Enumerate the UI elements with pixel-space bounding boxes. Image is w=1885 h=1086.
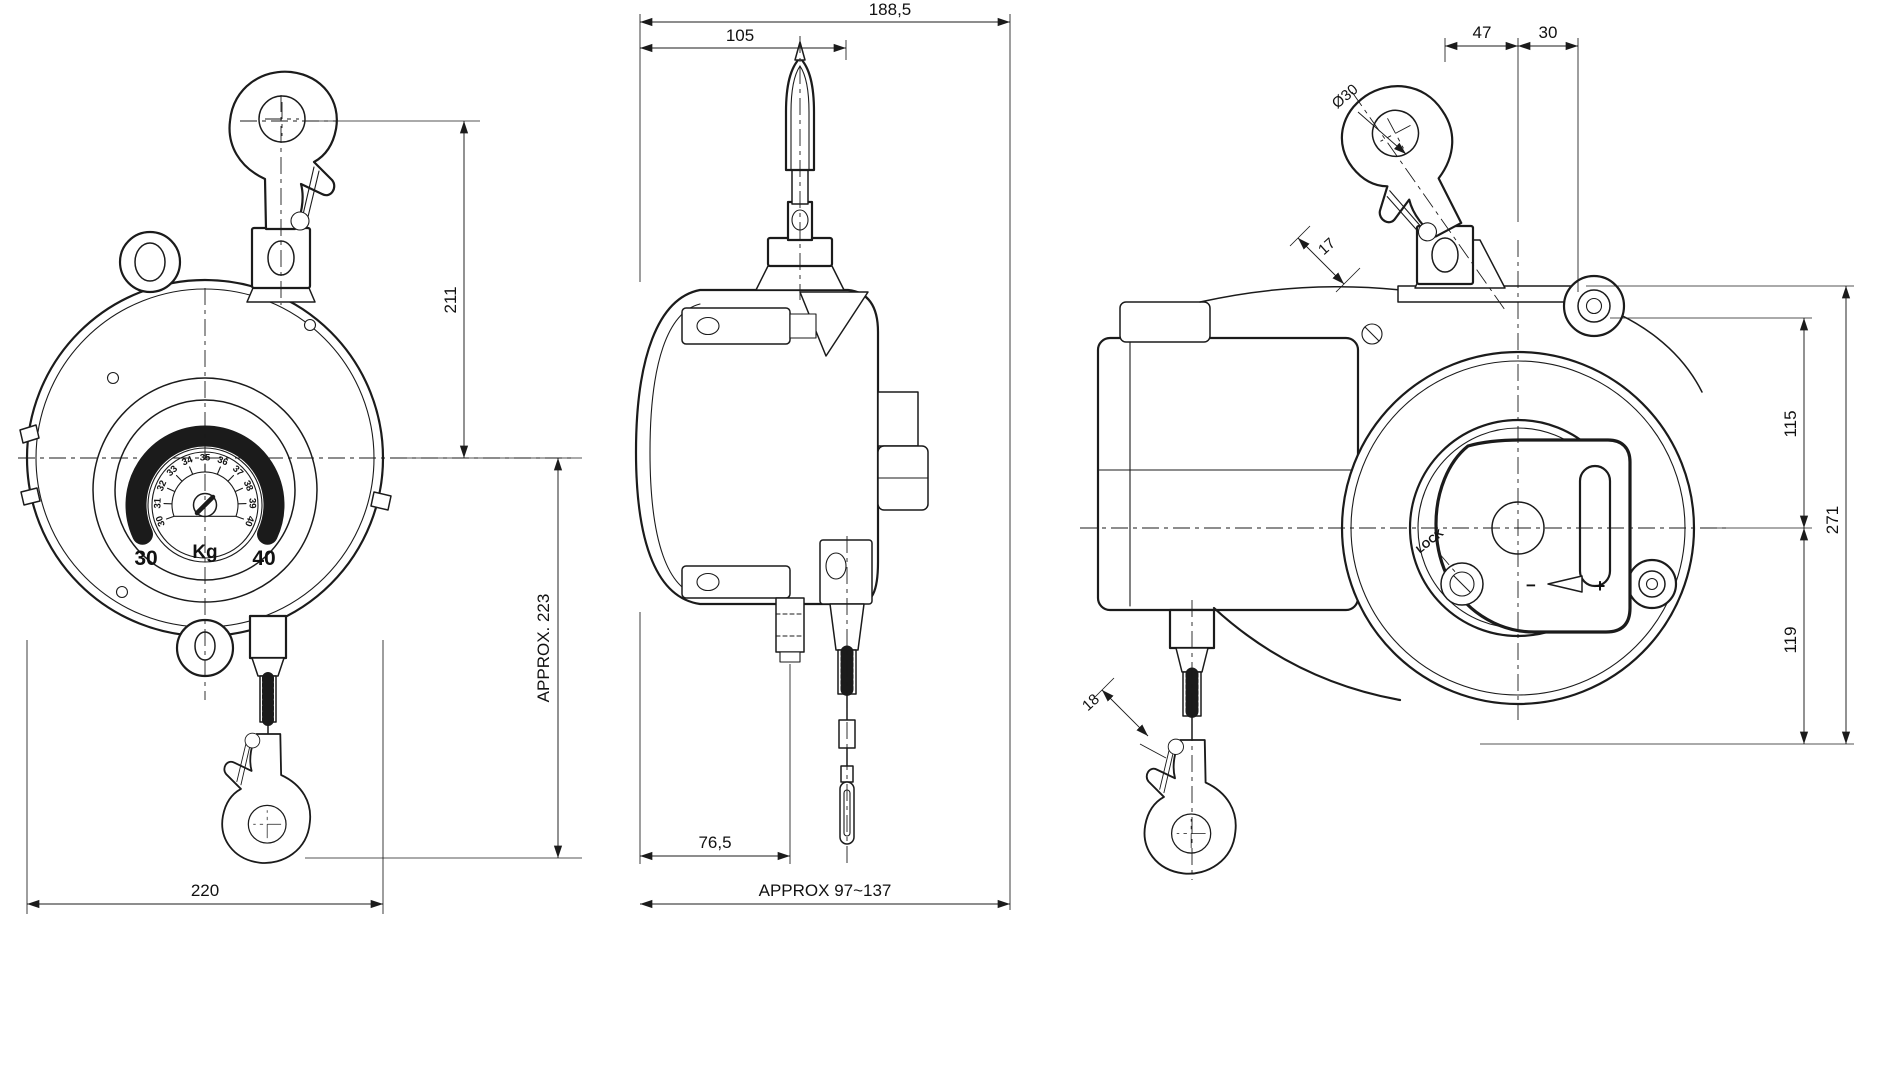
adjuster-slot (1578, 464, 1612, 588)
gauge-scale-number: 40 (242, 514, 256, 528)
bottom-hook (1143, 738, 1237, 875)
cable-outlet (248, 614, 288, 660)
gauge-min-label: 30 (134, 547, 157, 570)
dim-overall-width-label: 188,5 (869, 0, 912, 19)
housing-side-outline (634, 288, 880, 606)
dim-overall-height-label: 271 (1823, 506, 1842, 534)
dim-hook-offset-label: 105 (726, 26, 754, 45)
dim-upper-height-label: 211 (441, 286, 460, 313)
stopper-pin (775, 597, 805, 653)
dim-lower-height-label: 119 (1781, 626, 1800, 653)
dim-center-to-lug-label: 30 (1539, 23, 1558, 42)
side-view: 188,5 105 76,5 APPROX 97~137 (634, 0, 1011, 910)
dim-hook-section-bottom-label: 18 (1079, 691, 1103, 715)
dim-lower-offset-label: 76,5 (698, 833, 731, 852)
housing-tab (370, 491, 392, 511)
adjust-direction-triangle-icon (1547, 575, 1583, 593)
cable-guide (877, 391, 919, 447)
rear-view: LOCK − + 47 30 Ø30 17 18 (1079, 23, 1854, 880)
adjust-plus-label: + (1595, 576, 1606, 596)
gear-housing (1096, 336, 1360, 612)
dim-lower-height-label: APPROX. 223 (534, 594, 553, 703)
gauge-max-label: 40 (252, 547, 275, 570)
dim-cable-stroke-label: APPROX 97~137 (759, 881, 892, 900)
dim-upper-height-label: 115 (1781, 410, 1800, 437)
gauge-scale-number: 31 (152, 497, 163, 509)
dim-hook-section-top-label: 17 (1315, 235, 1339, 259)
gauge-scale-number: 38 (241, 479, 255, 493)
gauge-scale-number: 32 (155, 479, 169, 493)
dim-hook-to-center-label: 47 (1473, 23, 1492, 42)
cover-screw (303, 318, 317, 332)
top-hook (228, 70, 338, 232)
housing-tab (19, 424, 40, 444)
housing-tab (20, 487, 41, 506)
cover-screw (115, 585, 129, 599)
adjust-minus-label: − (1526, 576, 1536, 595)
bottom-hook (221, 732, 312, 864)
front-view: 30 31 32 33 34 35 36 37 38 39 40 30 Kg 4… (18, 70, 582, 914)
gauge-scale-number: 39 (246, 498, 257, 509)
gauge-scale-number: 30 (154, 514, 168, 528)
cover-screw (106, 371, 120, 385)
dim-width-label: 220 (191, 881, 219, 900)
